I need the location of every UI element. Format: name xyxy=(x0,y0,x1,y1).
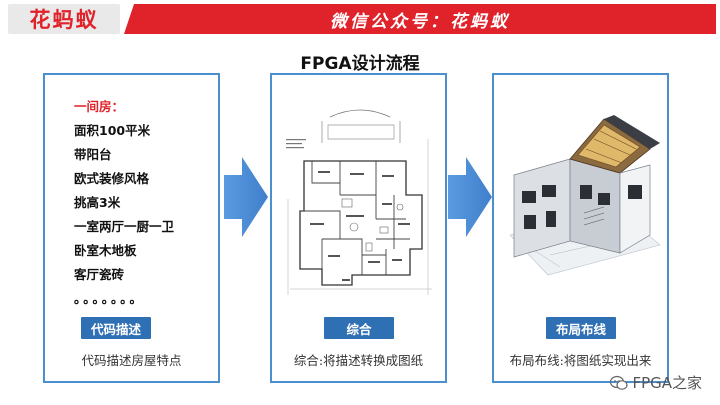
wechat-account-text: 微信公众号：花蚂蚁 xyxy=(330,11,510,32)
wechat-banner: 微信公众号：花蚂蚁 xyxy=(124,4,716,34)
slide-title: FPGA设计流程 xyxy=(300,54,420,74)
room-feature-item: 客厅瓷砖 xyxy=(74,267,125,282)
code-description-caption: 代码描述房屋特点 xyxy=(81,353,182,368)
room-feature-ellipsis: 。。。。。。。 xyxy=(74,291,146,306)
watermark-text: FPGA之家 xyxy=(632,374,702,392)
brand-name: 花蚂蚁 xyxy=(29,8,99,32)
room-feature-item: 挑高3米 xyxy=(74,195,121,210)
synthesis-badge: 综合 xyxy=(324,317,394,339)
top-banner: 花蚂蚁 微信公众号：花蚂蚁 xyxy=(0,0,720,38)
room-heading: 一间房： xyxy=(74,99,125,114)
code-description-badge: 代码描述 xyxy=(81,317,151,339)
room-feature-item: 卧室木地板 xyxy=(74,243,137,258)
wechat-icon xyxy=(610,375,629,390)
panel-place-and-route: 布局布线 布局布线:将图纸实现出来 xyxy=(492,73,669,383)
room-feature-item: 一室两厅一厨一卫 xyxy=(74,219,175,234)
place-and-route-badge: 布局布线 xyxy=(546,317,616,339)
right-arrow-icon xyxy=(224,157,268,237)
room-feature-item: 带阳台 xyxy=(74,147,112,162)
right-arrow-icon xyxy=(448,157,492,237)
room-feature-list: 一间房： 面积100平米 带阳台 欧式装修风格 挑高3米 一室两厅一厨一卫 卧室… xyxy=(74,95,174,311)
synthesis-caption: 综合:将描述转换成图纸 xyxy=(293,353,424,368)
place-and-route-caption: 布局布线:将图纸实现出来 xyxy=(509,353,652,368)
room-feature-item: 欧式装修风格 xyxy=(74,171,150,186)
3d-house-image xyxy=(509,115,661,276)
panel-code-description: 一间房： 面积100平米 带阳台 欧式装修风格 挑高3米 一室两厅一厨一卫 卧室… xyxy=(43,73,220,383)
panel-synthesis: 综合 综合:将描述转换成图纸 xyxy=(270,73,447,383)
brand-logo: 花蚂蚁 xyxy=(8,4,120,34)
watermark: FPGA之家 xyxy=(610,372,702,393)
room-feature-item: 面积100平米 xyxy=(74,123,151,138)
floor-plan-image xyxy=(282,99,435,303)
